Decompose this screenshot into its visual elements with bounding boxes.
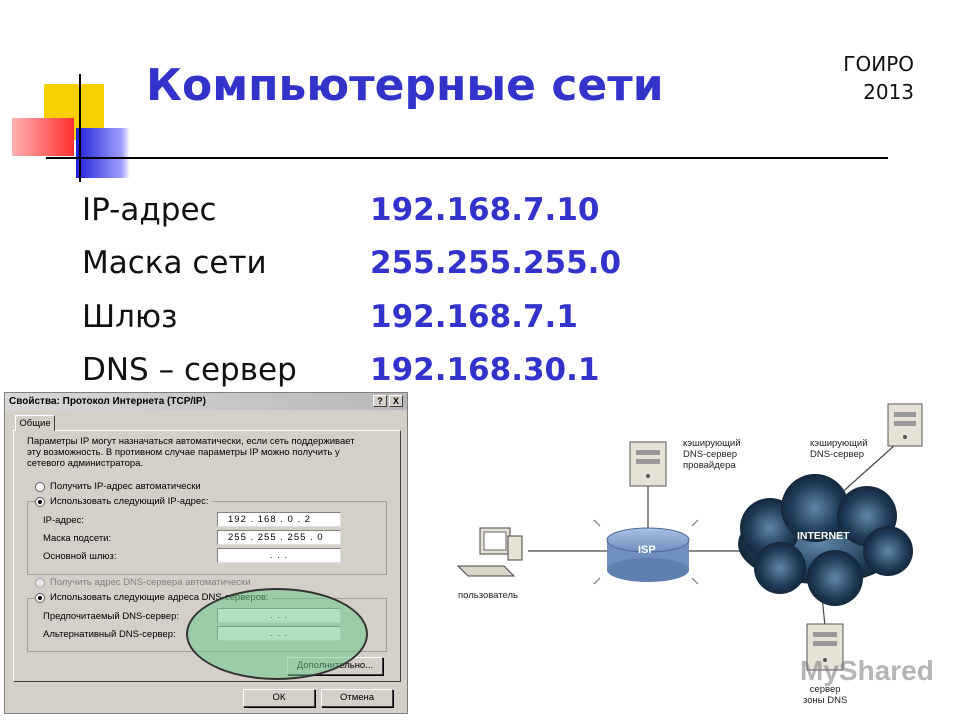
ip-address-label: IP-адрес: <box>43 515 84 526</box>
network-diagram <box>456 403 923 671</box>
radio-selected-icon <box>35 592 45 603</box>
manual-dns-label: Использовать следующие адреса DNS-сервер… <box>50 592 269 603</box>
isp-label: ISP <box>638 544 656 556</box>
settings-label: IP-адрес <box>82 192 217 228</box>
dialog-intro-text: Параметры IP могут назначаться автоматич… <box>27 436 355 469</box>
settings-value: 255.255.255.0 <box>370 245 622 281</box>
logo-vertical-line <box>79 74 81 182</box>
auto-dns-label: Получить адрес DNS-сервера автоматически <box>50 577 251 588</box>
internet-label: INTERNET <box>797 530 850 542</box>
auto-ip-radio[interactable]: Получить IP-адрес автоматически <box>35 481 201 492</box>
auto-dns-radio[interactable]: Получить адрес DNS-сервера автоматически <box>35 577 251 588</box>
cancel-button[interactable]: Отмена <box>321 689 393 707</box>
dialog-titlebar: Свойства: Протокол Интернета (TCP/IP) ? … <box>5 393 407 410</box>
year: 2013 <box>863 80 914 104</box>
radio-icon <box>35 577 45 588</box>
isp-router-icon <box>606 527 690 582</box>
settings-label: Маска сети <box>82 245 267 281</box>
slide-corner-label: ГОИРО 2013 <box>843 50 914 106</box>
watermark-logo: MyShared <box>800 655 934 686</box>
user-label: пользователь <box>458 590 518 601</box>
logo-square-red <box>12 118 74 156</box>
title-underline <box>46 157 888 159</box>
manual-ip-radio[interactable]: Использовать следующий IP-адрес: <box>35 496 212 507</box>
settings-value: 192.168.7.1 <box>370 299 578 335</box>
preferred-dns-label: Предпочитаемый DNS-сервер: <box>43 611 180 622</box>
auto-ip-label: Получить IP-адрес автоматически <box>50 481 201 492</box>
help-button[interactable]: ? <box>373 395 387 407</box>
dns-highlight-ellipse <box>186 588 368 680</box>
settings-label: Шлюз <box>82 299 178 335</box>
zone-dns-server-icon <box>806 623 844 671</box>
logo-square-blue <box>76 128 130 178</box>
ip-address-field[interactable]: 192 . 168 . 0 . 2 <box>217 512 341 527</box>
radio-selected-icon <box>35 496 45 507</box>
radio-icon <box>35 481 45 492</box>
user-computer-icon <box>456 527 523 577</box>
tab-general[interactable]: Общие <box>15 415 55 431</box>
cache-dns-label: кэширующий DNS-сервер <box>810 438 868 460</box>
cache-dns-server-icon <box>887 403 923 447</box>
settings-value: 192.168.7.10 <box>370 192 600 228</box>
org-name: ГОИРО <box>843 52 914 76</box>
gateway-field[interactable]: . . . <box>217 548 341 563</box>
manual-dns-radio[interactable]: Использовать следующие адреса DNS-сервер… <box>35 592 272 603</box>
isp-dns-server-icon <box>629 441 667 487</box>
isp-signal-marks <box>593 519 699 585</box>
ok-button[interactable]: ОК <box>243 689 315 707</box>
settings-label: DNS – сервер <box>82 352 297 388</box>
isp-dns-label: кэширующий DNS-сервер провайдера <box>683 438 741 471</box>
dialog-title: Свойства: Протокол Интернета (TCP/IP) <box>9 396 206 407</box>
gateway-label: Основной шлюз: <box>43 551 117 562</box>
general-tab-panel <box>13 430 401 682</box>
subnet-mask-field[interactable]: 255 . 255 . 255 . 0 <box>217 530 341 545</box>
tcpip-properties-dialog: Свойства: Протокол Интернета (TCP/IP) ? … <box>4 392 408 714</box>
close-button[interactable]: X <box>389 395 403 407</box>
settings-value: 192.168.30.1 <box>370 352 600 388</box>
subnet-mask-label: Маска подсети: <box>43 533 112 544</box>
alternate-dns-label: Альтернативный DNS-сервер: <box>43 629 176 640</box>
zone-dns-label: сервер зоны DNS <box>803 684 848 706</box>
slide-title: Компьютерные сети <box>146 60 664 111</box>
manual-ip-label: Использовать следующий IP-адрес: <box>50 496 209 507</box>
internet-cloud-icon <box>738 474 913 606</box>
